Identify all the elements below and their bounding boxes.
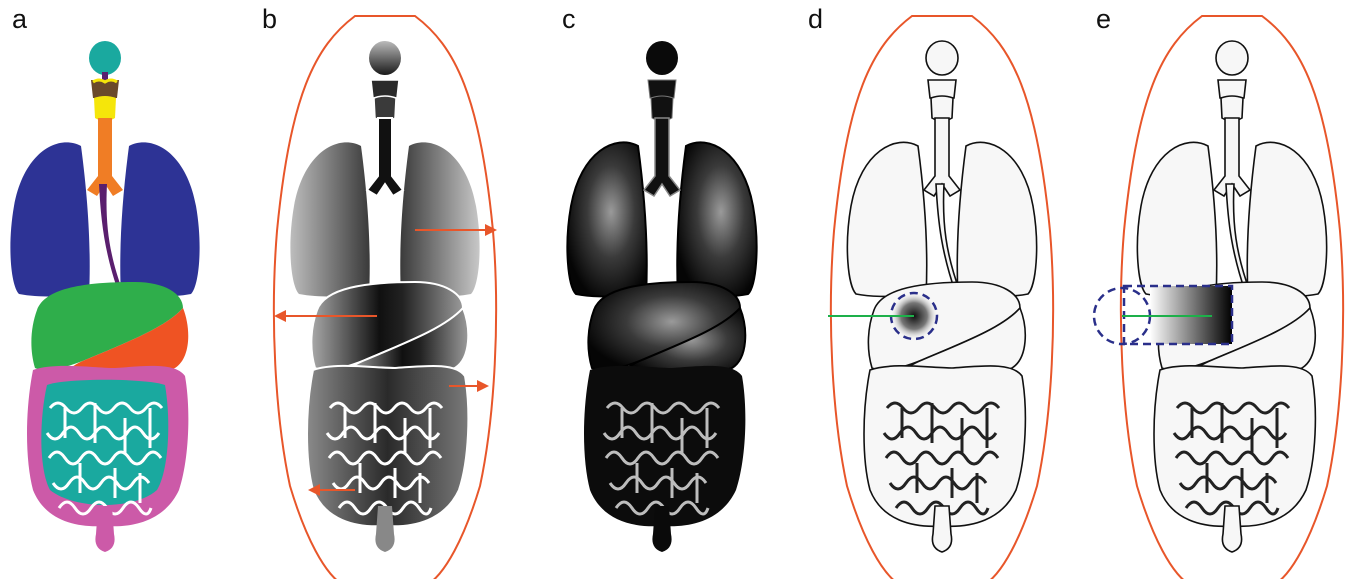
thyroid-organ (94, 96, 116, 121)
left-lung (567, 142, 646, 296)
left-lung (10, 142, 89, 296)
right-lung (677, 142, 756, 296)
panel-c (567, 41, 756, 552)
head-organ (1216, 41, 1248, 75)
right-lung (1247, 142, 1326, 296)
esophagus-organ (936, 184, 960, 294)
panel-d-organs (828, 41, 1037, 552)
esophagus-organ (99, 184, 123, 294)
right-lung (957, 142, 1036, 296)
rectum-organ (95, 506, 114, 552)
thyroid-band (93, 80, 117, 82)
rectum-organ (375, 506, 394, 552)
panel-e-organs (1094, 41, 1327, 552)
left-lung (847, 142, 926, 296)
colon-organ (1154, 366, 1315, 526)
rectum-organ (652, 506, 671, 552)
larynx-organ (648, 80, 676, 98)
trachea-organ (367, 118, 403, 196)
panel-b-organs (274, 41, 497, 552)
left-lung (290, 142, 369, 296)
head-organ (369, 41, 401, 75)
left-lung (1137, 142, 1216, 296)
head-organ (89, 41, 121, 75)
right-lung (120, 142, 199, 296)
colon-organ (307, 366, 468, 526)
rectum-organ (932, 506, 951, 552)
right-lung (400, 142, 479, 296)
colon-organ (584, 366, 745, 526)
head-organ (926, 41, 958, 75)
rectum-organ (1222, 506, 1241, 552)
colon-organ (864, 366, 1025, 526)
trachea-organ (644, 118, 680, 196)
panel-a (10, 41, 199, 552)
esophagus-organ (1226, 184, 1250, 294)
head-organ (646, 41, 678, 75)
